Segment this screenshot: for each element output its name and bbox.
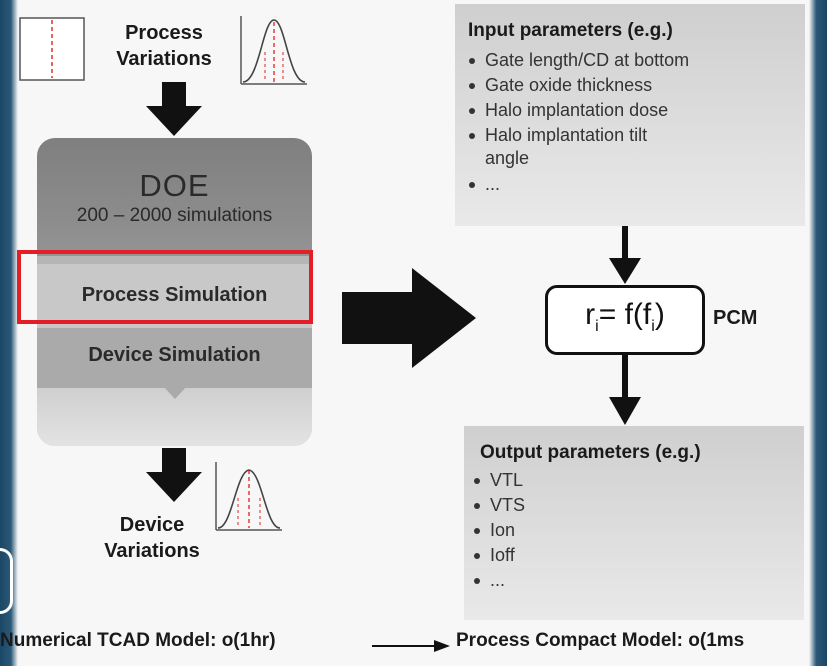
- output-parameters-list: VTL VTS Ion Ioff ...: [470, 468, 525, 593]
- pcm-formula-box: [545, 285, 705, 355]
- arrow-down-icon-3: [609, 226, 641, 284]
- list-item: VTL: [470, 468, 525, 493]
- list-item: Gate oxide thickness: [465, 73, 689, 98]
- device-variations-label: Device Variations: [97, 512, 207, 564]
- gaussian-distribution-icon: [240, 16, 307, 85]
- list-item: Gate length/CD at bottom: [465, 48, 689, 73]
- doe-divider: [37, 256, 312, 264]
- output-parameters-heading: Output parameters (e.g.): [480, 442, 701, 463]
- formula-sub-i: i: [595, 318, 599, 335]
- list-item: Halo implantation tilt: [465, 123, 689, 148]
- formula-close: ): [654, 298, 665, 331]
- process-simulation-band: [37, 264, 312, 328]
- left-border: [0, 0, 18, 666]
- process-simulation-label: Process Simulation: [81, 284, 268, 306]
- pcm-label: PCM: [713, 307, 758, 329]
- doe-block: [37, 138, 312, 446]
- process-simulation-highlight: [17, 250, 313, 324]
- partial-circle-icon: [0, 548, 13, 614]
- device-variations-line2: Variations: [104, 540, 200, 562]
- input-more-list: ...: [465, 172, 500, 197]
- input-parameters-list: Gate length/CD at bottom Gate oxide thic…: [465, 48, 689, 148]
- list-item: Halo implantation dose: [465, 98, 689, 123]
- device-simulation-band: [37, 328, 312, 388]
- doe-pointer-icon: [163, 386, 187, 399]
- doe-title: DOE: [139, 168, 210, 203]
- footer-tcad-label: Numerical TCAD Model: o(1hr): [0, 630, 276, 651]
- device-variations-line1: Device: [119, 514, 185, 536]
- process-variations-label: Process Variations: [97, 20, 231, 72]
- output-parameters-box: [464, 426, 804, 620]
- list-item-more: ...: [470, 568, 525, 593]
- input-parameters-box: [455, 4, 805, 226]
- list-item-more: ...: [465, 172, 500, 197]
- pcm-formula: ri= f(fi): [545, 298, 705, 336]
- formula-r: r: [585, 298, 596, 331]
- formula-sub-i2: i: [651, 318, 655, 335]
- process-variations-line2: Variations: [116, 48, 212, 70]
- list-item: Ioff: [470, 543, 525, 568]
- uniform-distribution-icon: [19, 17, 85, 81]
- footer-pcm-label: Process Compact Model: o(1ms: [456, 630, 745, 651]
- input-parameters-heading: Input parameters (e.g.): [468, 20, 673, 41]
- gaussian-distribution-icon-2: [215, 462, 282, 531]
- right-border: [809, 0, 827, 666]
- arrow-right-icon-small: [372, 640, 450, 652]
- list-item: VTS: [470, 493, 525, 518]
- input-item-continued: angle: [485, 148, 530, 168]
- arrow-down-icon-2: [146, 448, 202, 502]
- arrow-right-icon: [342, 268, 476, 368]
- device-simulation-label: Device Simulation: [88, 344, 261, 366]
- doe-subtitle: 200 – 2000 simulations: [76, 205, 273, 226]
- formula-eq: = f(f: [598, 298, 652, 331]
- list-item: Ion: [470, 518, 525, 543]
- process-variations-line1: Process: [125, 22, 203, 44]
- arrow-down-icon: [146, 82, 202, 136]
- arrow-down-icon-4: [609, 355, 641, 425]
